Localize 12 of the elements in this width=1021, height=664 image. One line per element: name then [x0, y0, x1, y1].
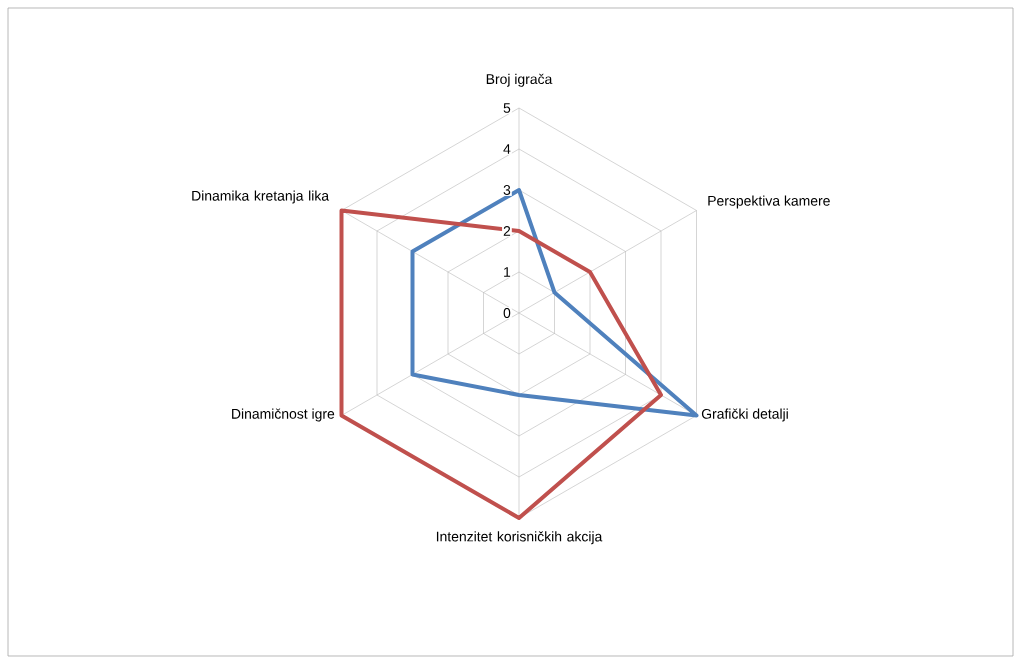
- axis-label: Dinamika kretanja lika: [192, 190, 330, 204]
- axis-label: Perspektiva kamere: [708, 195, 830, 209]
- tick-label: 3: [502, 184, 512, 196]
- tick-label: 1: [502, 266, 512, 278]
- tick-label: 4: [502, 143, 512, 155]
- axis-label: Dinamičnost igre: [232, 408, 335, 422]
- axis-label: Grafički detalji: [701, 408, 788, 422]
- tick-label: 2: [502, 225, 512, 237]
- axis-label: Broj igrača: [486, 73, 553, 87]
- tick-label: 5: [502, 102, 512, 114]
- tick-label: 0: [502, 307, 512, 319]
- axis-label: Intenzitet korisničkih akcija: [436, 531, 603, 545]
